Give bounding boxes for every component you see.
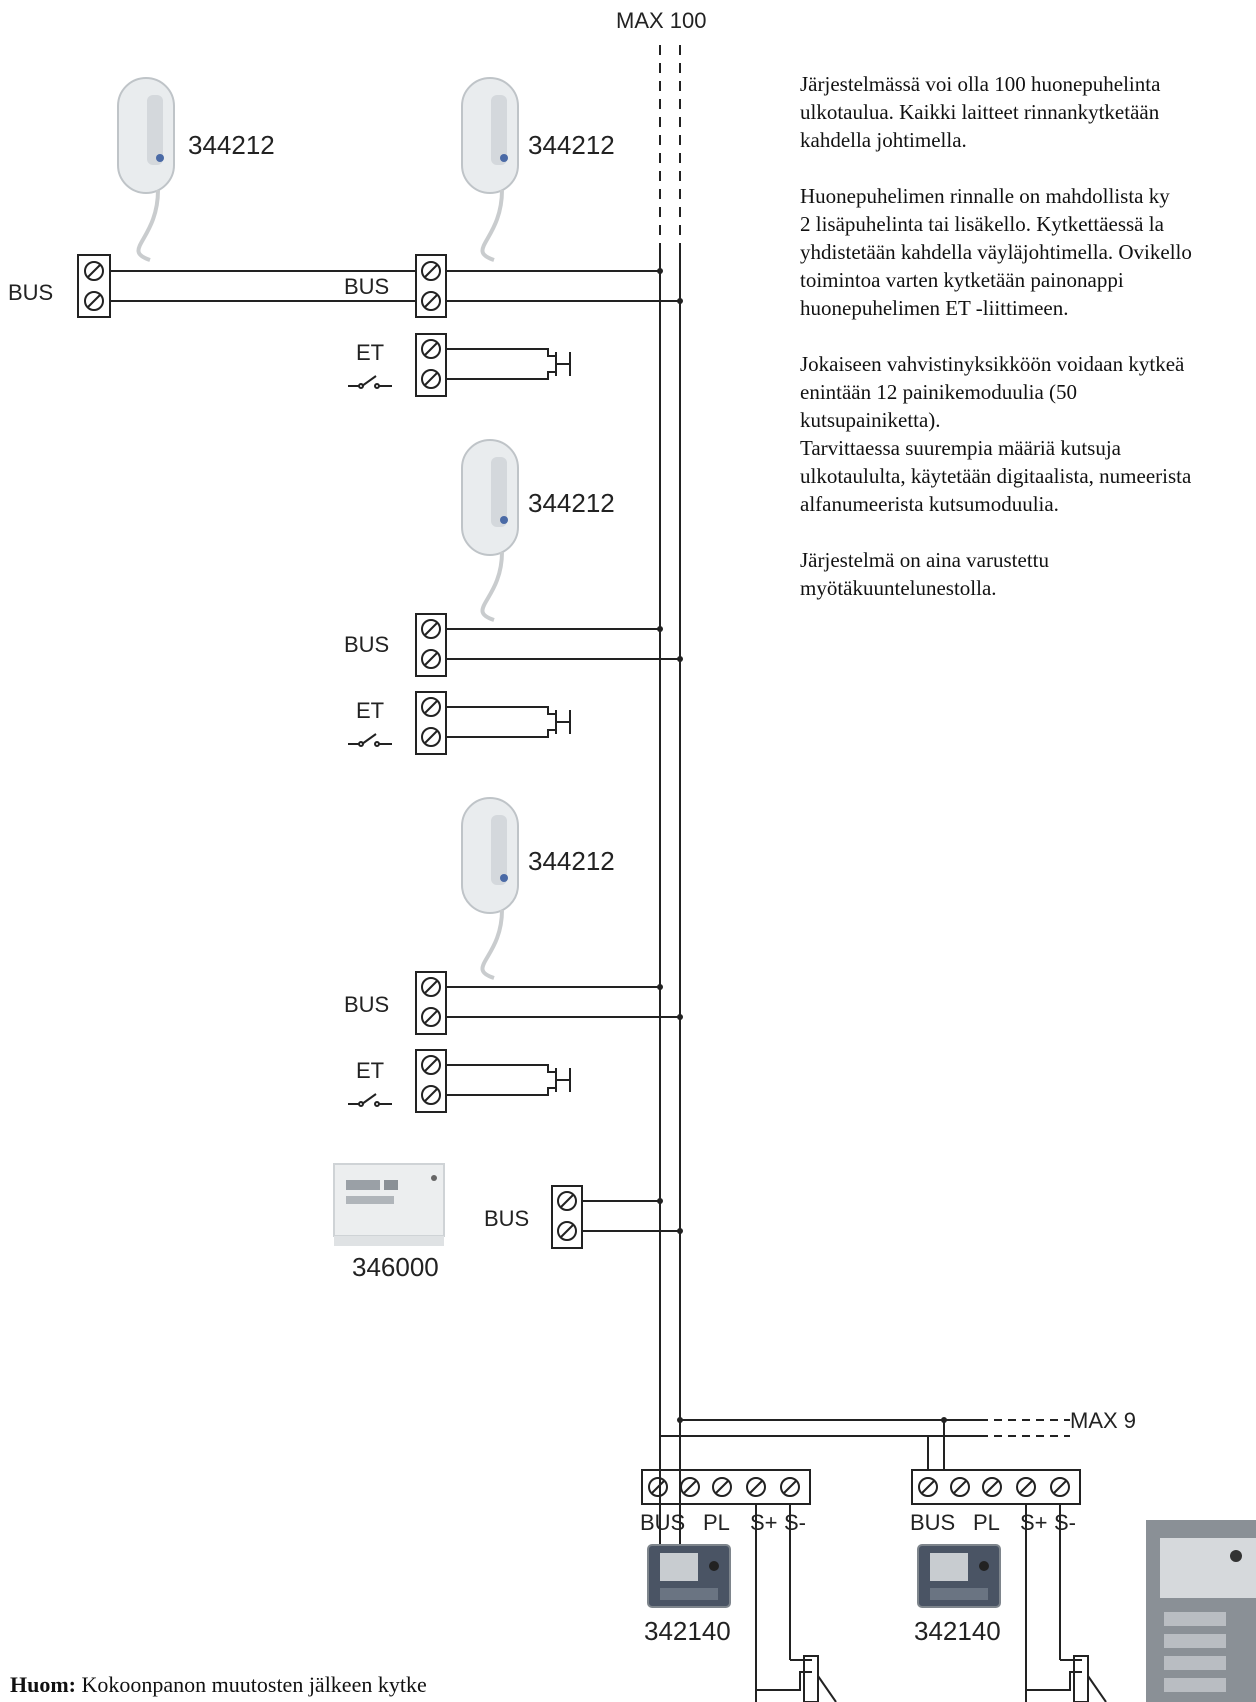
bus-terminal xyxy=(77,254,416,318)
terminal-label-pl: PL xyxy=(703,1510,730,1535)
terminal-strip xyxy=(911,1469,1081,1505)
outdoor-panel-342140 xyxy=(647,1544,731,1608)
handset-344212 xyxy=(461,439,519,622)
bus-terminal xyxy=(415,254,680,318)
handset-344212 xyxy=(461,77,519,262)
paragraph: Huonepuhelimen rinnalle on mahdollista k… xyxy=(800,182,1256,322)
bus-riser xyxy=(659,45,681,1560)
paragraph: Jokaiseen vahvistinyksikköön voidaan kyt… xyxy=(800,350,1256,518)
line: Järjestelmässä voi olla 100 huonepuhelin… xyxy=(800,72,1161,96)
paragraph: Järjestelmä on aina varustettu myötäkuun… xyxy=(800,546,1256,602)
lock-wiring xyxy=(755,1504,1107,1702)
bus-label: BUS xyxy=(344,274,389,299)
bus-terminal xyxy=(415,971,680,1035)
outdoor-panel-photo xyxy=(1146,1520,1256,1702)
et-terminal xyxy=(348,333,571,397)
terminal-strip xyxy=(641,1469,811,1560)
line: toimintoa varten kytketään painonappi xyxy=(800,268,1124,292)
et-label: ET xyxy=(356,1058,384,1083)
handset-344212 xyxy=(117,77,175,262)
line: myötäkuuntelunestolla. xyxy=(800,576,997,600)
line: enintään 12 painikemoduulia (50 xyxy=(800,380,1078,404)
line: 2 lisäpuhelinta tai lisäkello. Kytkettäe… xyxy=(800,212,1164,236)
bus-terminal xyxy=(415,613,680,677)
line: yhdistetään kahdella väyläjohtimella. Ov… xyxy=(800,240,1192,264)
panel-code: 342140 xyxy=(914,1616,1001,1646)
max-100-label: MAX 100 xyxy=(616,8,707,33)
bus-label: BUS xyxy=(344,992,389,1017)
outdoor-panel-342140 xyxy=(917,1544,1001,1608)
terminal-label-bus: BUS xyxy=(910,1510,955,1535)
bus-label: BUS xyxy=(344,632,389,657)
et-terminal xyxy=(348,1049,571,1113)
handset-code: 344212 xyxy=(528,130,615,160)
handset-code: 344212 xyxy=(528,846,615,876)
power-unit-code: 346000 xyxy=(352,1252,439,1282)
et-label: ET xyxy=(356,340,384,365)
panel-code: 342140 xyxy=(644,1616,731,1646)
paragraph: Järjestelmässä voi olla 100 huonepuhelin… xyxy=(800,70,1256,154)
note: Huom: Kokoonpanon muutosten jälkeen kytk… xyxy=(10,1672,427,1698)
line: Huonepuhelimen rinnalle on mahdollista k… xyxy=(800,184,1170,208)
handset-344212 xyxy=(461,797,519,980)
line: kahdella johtimella. xyxy=(800,128,967,152)
terminal-label-bus: BUS xyxy=(640,1510,685,1535)
line: ulkotaulua. Kaikki laitteet rinnankytket… xyxy=(800,100,1160,124)
bus-label: BUS xyxy=(484,1206,529,1231)
line: kutsupainiketta). xyxy=(800,408,941,432)
panel-branch xyxy=(660,1419,1070,1470)
bus-terminal xyxy=(551,1185,680,1249)
note-label: Huom: xyxy=(10,1672,76,1697)
description-text: Järjestelmässä voi olla 100 huonepuhelin… xyxy=(800,70,1256,630)
line: Tarvittaessa suurempia määriä kutsuja xyxy=(800,436,1121,460)
max-9-label: MAX 9 xyxy=(1070,1408,1136,1433)
terminal-label-s-minus: S- xyxy=(784,1510,806,1535)
bus-label: BUS xyxy=(8,280,53,305)
handset-code: 344212 xyxy=(188,130,275,160)
et-label: ET xyxy=(356,698,384,723)
terminal-label-s-minus: S- xyxy=(1054,1510,1076,1535)
line: Jokaiseen vahvistinyksikköön voidaan kyt… xyxy=(800,352,1185,376)
et-terminal xyxy=(348,691,571,755)
handset-code: 344212 xyxy=(528,488,615,518)
terminal-label-s-plus: S+ xyxy=(1020,1510,1048,1535)
line: Järjestelmä on aina varustettu xyxy=(800,548,1049,572)
note-text: Kokoonpanon muutosten jälkeen kytke xyxy=(76,1672,427,1697)
terminal-label-s-plus: S+ xyxy=(750,1510,778,1535)
power-unit-346000 xyxy=(333,1163,445,1246)
line: huonepuhelimen ET -liittimeen. xyxy=(800,296,1069,320)
line: alfanumeerista kutsumoduulia. xyxy=(800,492,1059,516)
terminal-label-pl: PL xyxy=(973,1510,1000,1535)
line: ulkotaululta, käytetään digitaalista, nu… xyxy=(800,464,1192,488)
